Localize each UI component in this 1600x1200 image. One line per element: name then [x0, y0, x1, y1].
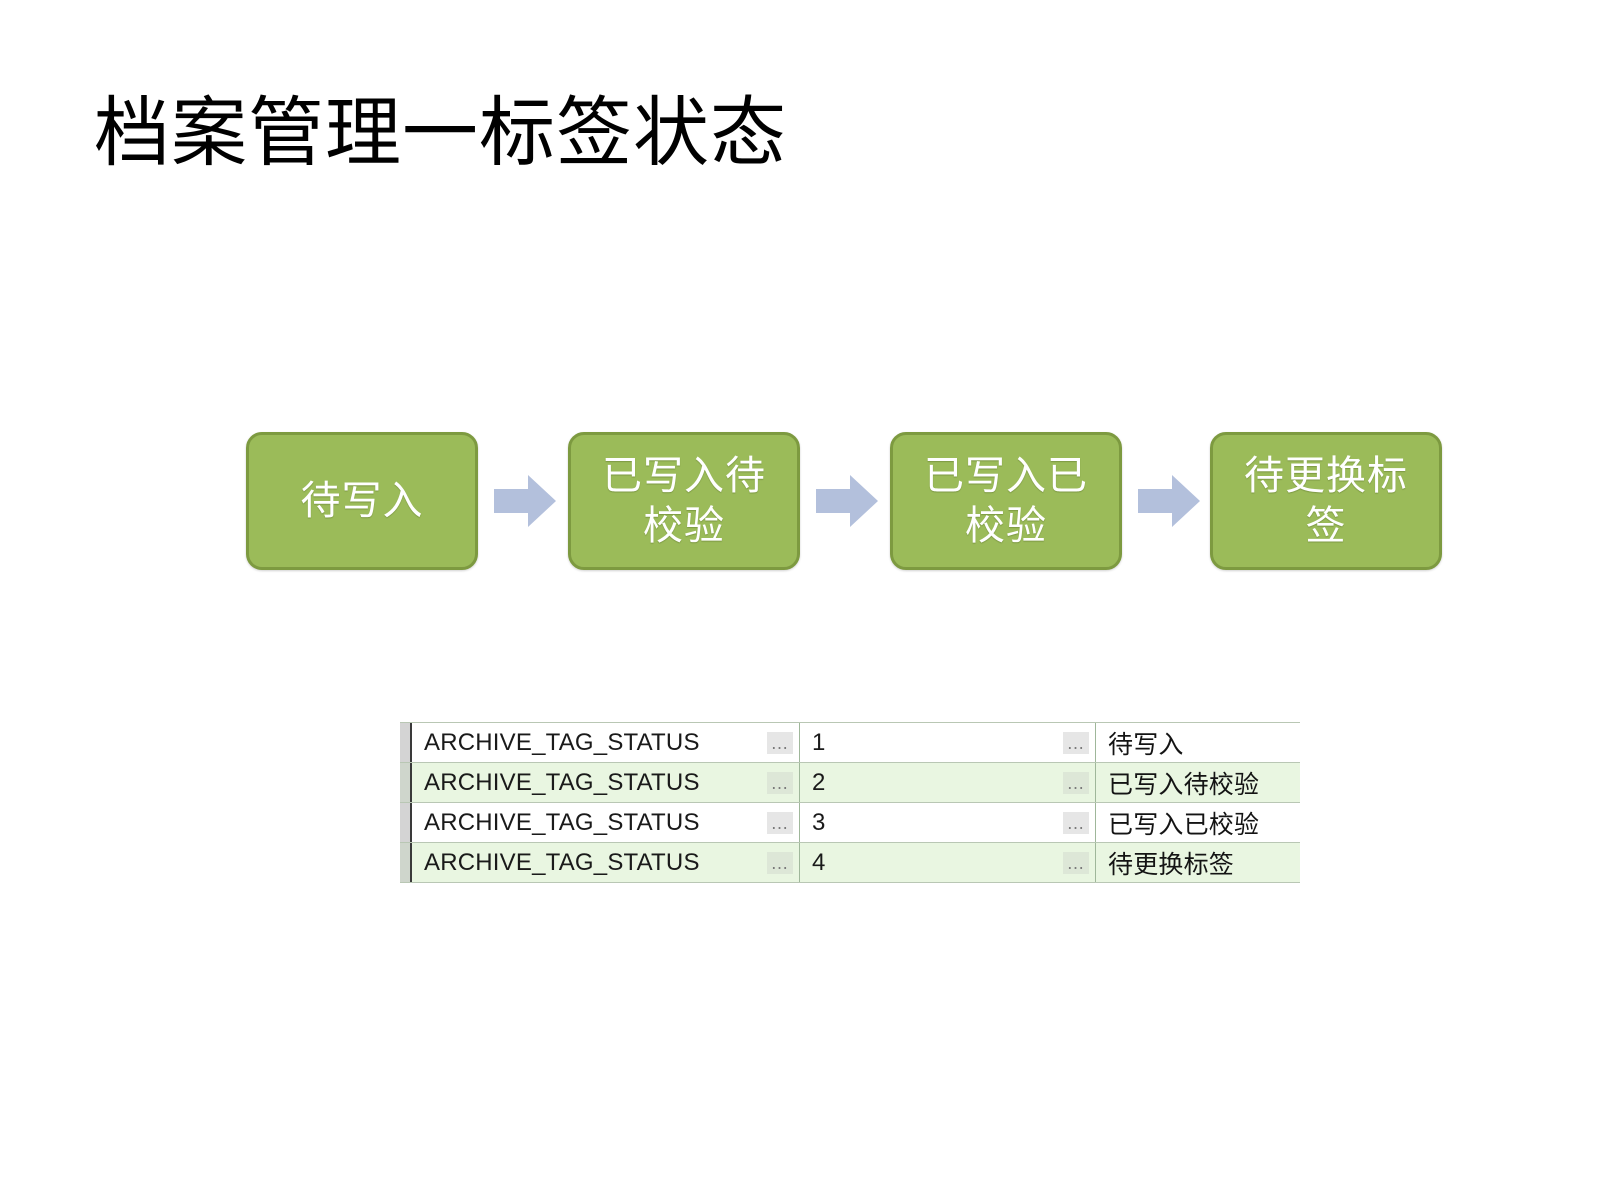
cell-text: ARCHIVE_TAG_STATUS	[424, 768, 700, 796]
flow-box-written-pending-verify[interactable]: 已写入待校验	[568, 432, 800, 570]
cell-text: 3	[812, 808, 826, 836]
cell-status-key[interactable]: ARCHIVE_TAG_STATUS …	[412, 803, 800, 842]
cell-status-label[interactable]: 已写入待校验	[1096, 763, 1300, 802]
row-header-gutter[interactable]	[400, 843, 412, 882]
cell-text: 待写入	[1108, 730, 1184, 759]
cell-status-key[interactable]: ARCHIVE_TAG_STATUS …	[412, 723, 800, 762]
archive-tag-status-table: ARCHIVE_TAG_STATUS … 1 … 待写入 ARCHIVE_TAG…	[400, 722, 1300, 885]
cell-status-label[interactable]: 待更换标签	[1096, 843, 1300, 882]
cell-status-label[interactable]: 待写入	[1096, 723, 1300, 762]
cell-text: ARCHIVE_TAG_STATUS	[424, 808, 700, 836]
cell-text: ARCHIVE_TAG_STATUS	[424, 728, 700, 756]
row-header-gutter[interactable]	[400, 723, 412, 762]
cell-text: 2	[812, 768, 826, 796]
flow-box-label: 已写入已校验	[924, 453, 1088, 548]
cell-status-label[interactable]: 已写入已校验	[1096, 803, 1300, 842]
page-title: 档案管理一标签状态	[94, 92, 787, 176]
cell-status-value[interactable]: 3 …	[800, 803, 1096, 842]
cell-text: 待更换标签	[1108, 850, 1235, 879]
cell-text: ARCHIVE_TAG_STATUS	[424, 848, 700, 876]
cell-status-value[interactable]: 2 …	[800, 763, 1096, 802]
ellipsis-icon[interactable]: …	[767, 851, 793, 874]
ellipsis-icon[interactable]: …	[767, 771, 793, 794]
arrow-right-icon	[1138, 473, 1200, 529]
cell-text: 已写入待校验	[1108, 770, 1260, 799]
arrow-right-icon	[494, 473, 556, 529]
ellipsis-icon[interactable]: …	[767, 811, 793, 834]
table-row[interactable]: ARCHIVE_TAG_STATUS … 2 … 已写入待校验	[400, 763, 1300, 803]
cell-text: 1	[812, 728, 826, 756]
ellipsis-icon[interactable]: …	[767, 731, 793, 754]
cell-status-key[interactable]: ARCHIVE_TAG_STATUS …	[412, 763, 800, 802]
ellipsis-icon[interactable]: …	[1063, 851, 1089, 874]
flow-box-written-verified[interactable]: 已写入已校验	[890, 432, 1122, 570]
table-row[interactable]: ARCHIVE_TAG_STATUS … 4 … 待更换标签	[400, 843, 1300, 883]
table-row[interactable]: ARCHIVE_TAG_STATUS … 3 … 已写入已校验	[400, 803, 1300, 843]
cell-status-value[interactable]: 4 …	[800, 843, 1096, 882]
flow-box-pending-tag-replacement[interactable]: 待更换标签	[1210, 432, 1442, 570]
ellipsis-icon[interactable]: …	[1063, 771, 1089, 794]
flow-box-label: 已写入待校验	[602, 453, 766, 548]
row-header-gutter[interactable]	[400, 763, 412, 802]
table-row[interactable]: ARCHIVE_TAG_STATUS … 1 … 待写入	[400, 723, 1300, 763]
status-flow-diagram: 待写入 已写入待校验 已写入已校验 待更换标签	[0, 430, 1600, 580]
ellipsis-icon[interactable]: …	[1063, 811, 1089, 834]
flow-box-pending-write[interactable]: 待写入	[246, 432, 478, 570]
row-header-gutter[interactable]	[400, 803, 412, 842]
ellipsis-icon[interactable]: …	[1063, 731, 1089, 754]
cell-status-value[interactable]: 1 …	[800, 723, 1096, 762]
arrow-right-icon	[816, 473, 878, 529]
cell-text: 4	[812, 848, 826, 876]
flow-box-label: 待更换标签	[1244, 453, 1408, 548]
cell-status-key[interactable]: ARCHIVE_TAG_STATUS …	[412, 843, 800, 882]
flow-box-label: 待写入	[300, 478, 424, 523]
cell-text: 已写入已校验	[1108, 810, 1260, 839]
